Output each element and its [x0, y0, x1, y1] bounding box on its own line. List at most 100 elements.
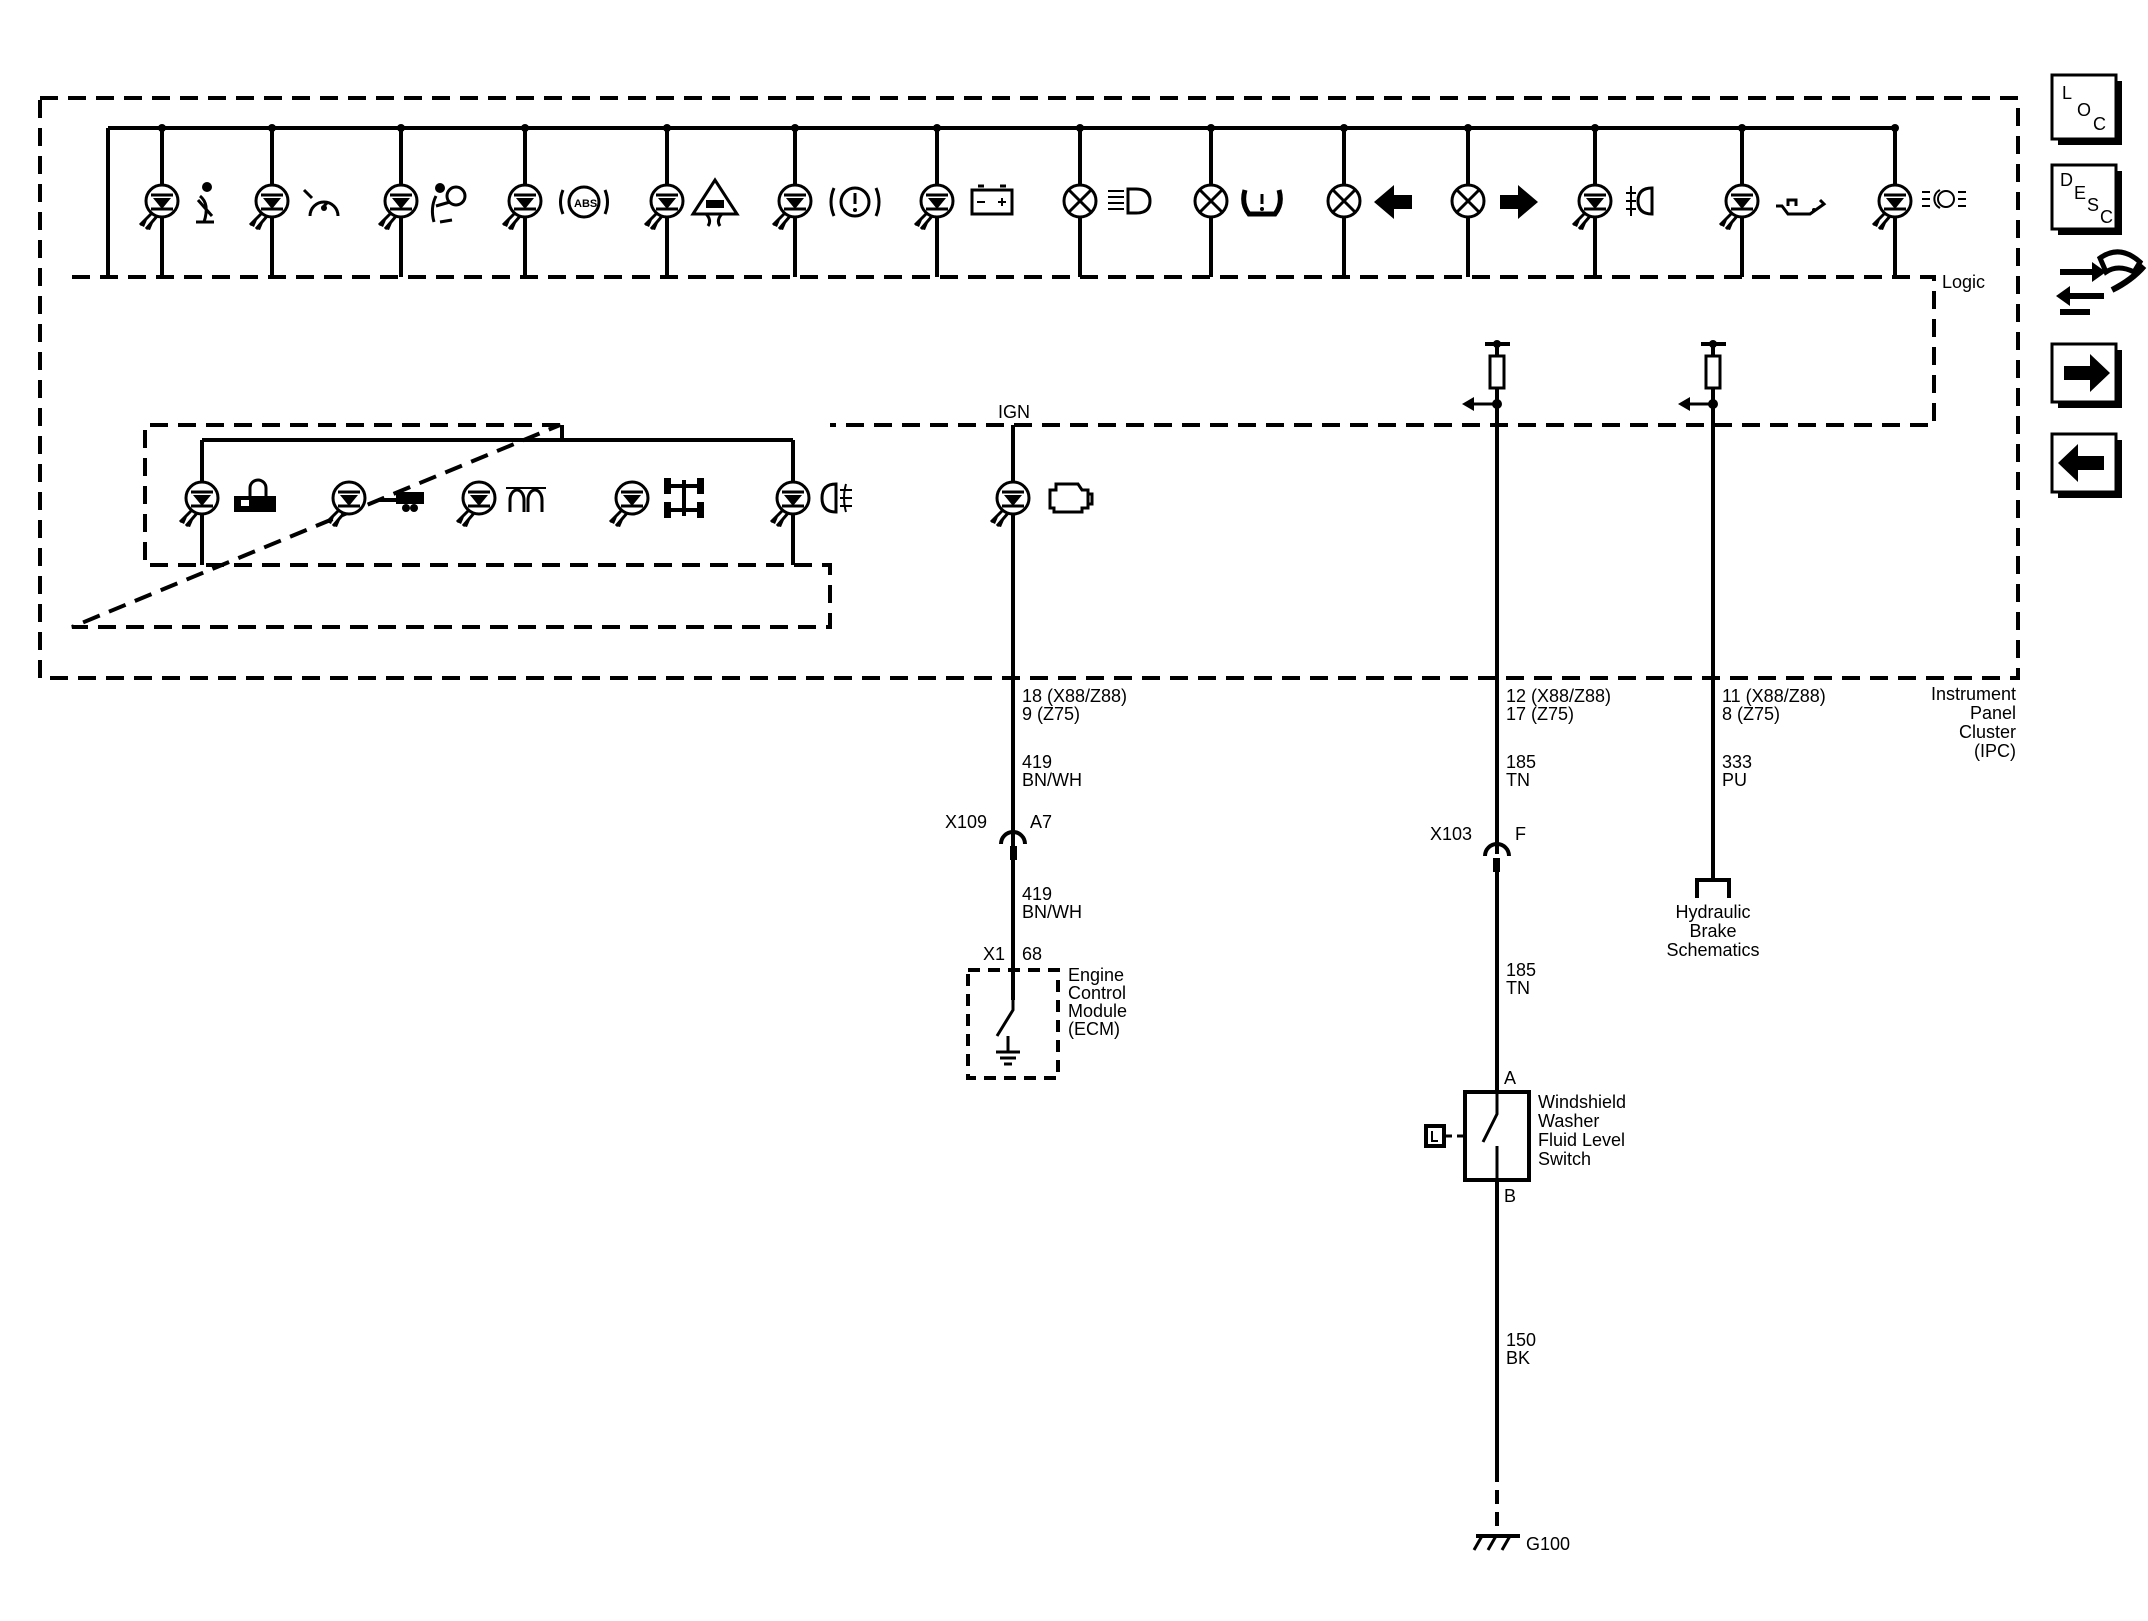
arrow-right-icon [2064, 354, 2110, 392]
ecm-wire-upper-color: BN/WH [1022, 770, 1082, 790]
right-turn-indicator [1450, 124, 1538, 277]
trailer-indicator [325, 480, 424, 529]
front-fog-lamp-indicator [769, 480, 852, 529]
tire-pressure-indicator [1193, 124, 1283, 277]
traction-control-indicator [643, 124, 740, 277]
charging-system-indicator-icon [970, 184, 1014, 216]
cruise-control-indicator [248, 124, 340, 277]
brake-warning-indicator-icon [829, 186, 881, 218]
headlamp-on-indicator-icon [1922, 189, 1966, 209]
loc-button[interactable]: L O C [2050, 73, 2122, 145]
ecm-ipc-pin-2: 9 (Z75) [1022, 704, 1080, 724]
washer-wire-mid-color: TN [1506, 978, 1530, 998]
washer-ipc-pin-1: 12 (X88/Z88) [1506, 686, 1611, 706]
arrow-left-icon [2058, 444, 2104, 482]
ecm-module-label-3: Module [1068, 1001, 1127, 1021]
left-turn-indicator [1326, 124, 1412, 277]
svg-text:Instrument: Instrument [1931, 684, 2016, 704]
top-indicator-row: ABS [138, 124, 1966, 277]
ecm-wire-upper-number: 419 [1022, 752, 1052, 772]
four-wheel-drive-indicator [608, 478, 704, 529]
glow-plug-indicator [455, 480, 546, 529]
svg-text:L: L [2062, 83, 2072, 103]
x109-connector-symbol [999, 830, 1027, 845]
fluid-level-sensor-icon [1424, 1124, 1446, 1148]
ecm-module-connector: X1 [983, 944, 1005, 964]
svg-text:D: D [2060, 170, 2073, 190]
washer-switch-label-2: Washer [1538, 1111, 1599, 1131]
left-turn-indicator-icon [1374, 185, 1412, 219]
connector-view-icon[interactable] [2056, 249, 2147, 315]
svg-text:C: C [2093, 114, 2106, 134]
high-beam-indicator-icon [1108, 187, 1152, 215]
svg-text:Panel: Panel [1970, 703, 2016, 723]
logic-boundary [71, 275, 1936, 629]
right-turn-indicator-icon [1500, 185, 1538, 219]
traction-control-indicator-icon [690, 177, 740, 227]
ecm-wire-lower-number: 419 [1022, 884, 1052, 904]
lower-indicator-row [178, 478, 852, 529]
x103-connector-symbol [1483, 842, 1511, 857]
washer-wire-mid-number: 185 [1506, 960, 1536, 980]
ecm-circuit: 18 (X88/Z88) 9 (Z75) 419 BN/WH X109 A7 4… [945, 686, 1127, 1080]
ecm-module-pin: 68 [1022, 944, 1042, 964]
four-wheel-drive-indicator-icon [664, 478, 704, 518]
check-engine-indicator-icon [1048, 482, 1094, 514]
ecm-module-label-4: (ECM) [1068, 1019, 1120, 1039]
svg-text:Cluster: Cluster [1959, 722, 2016, 742]
ecm-ipc-pin-1: 18 (X88/Z88) [1022, 686, 1127, 706]
security-indicator [178, 478, 276, 529]
brake-wire-number: 333 [1722, 752, 1752, 772]
rear-fog-lamp-indicator [1571, 124, 1654, 277]
brake-warning-indicator [771, 124, 881, 277]
washer-wire-upper-number: 185 [1506, 752, 1536, 772]
washer-wire-upper-color: TN [1506, 770, 1530, 790]
svg-text:S: S [2087, 195, 2099, 215]
glow-plug-indicator-icon [506, 487, 546, 512]
rear-fog-lamp-indicator-icon [1626, 186, 1654, 216]
security-indicator-icon [234, 478, 276, 512]
washer-connector-id: X103 [1430, 824, 1472, 844]
cruise-control-indicator-icon [302, 188, 340, 217]
airbag-indicator-icon [430, 183, 467, 224]
washer-ipc-pin-2: 17 (Z75) [1506, 704, 1574, 724]
washer-switch-label-1: Windshield [1538, 1092, 1626, 1112]
seat-belt-indicator [138, 124, 214, 277]
trailer-indicator-icon [378, 492, 424, 512]
washer-wire-lower-color: BK [1506, 1348, 1530, 1368]
ecm-connector-id: X109 [945, 812, 987, 832]
previous-page-button[interactable] [2050, 432, 2122, 498]
abs-indicator-icon: ABS [559, 185, 609, 219]
abs-indicator: ABS [501, 124, 609, 277]
ground-icon [1472, 1534, 1520, 1551]
svg-text:ABS: ABS [574, 198, 597, 210]
seat-belt-indicator-icon [196, 182, 214, 224]
tire-pressure-indicator-icon [1241, 189, 1283, 217]
ipc-outer-boundary [38, 96, 2020, 680]
svg-text:Schematics: Schematics [1666, 940, 1759, 960]
desc-button[interactable]: D E S C [2050, 163, 2122, 235]
next-page-button[interactable] [2050, 342, 2122, 408]
ecm-module-label-2: Control [1068, 983, 1126, 1003]
washer-circuit: 12 (X88/Z88) 17 (Z75) 185 TN X103 F 185 … [1424, 340, 1626, 1554]
brake-ipc-pin-2: 8 (Z75) [1722, 704, 1780, 724]
svg-text:(IPC): (IPC) [1974, 741, 2016, 761]
ground-label: G100 [1526, 1534, 1570, 1554]
oil-pressure-indicator [1718, 124, 1827, 277]
switch-pin-b: B [1504, 1186, 1516, 1206]
svg-text:C: C [2100, 207, 2113, 227]
svg-text:E: E [2074, 183, 2086, 203]
airbag-indicator [377, 124, 467, 277]
front-fog-lamp-indicator-icon [820, 482, 852, 514]
ecm-module-boundary [966, 968, 1060, 1080]
svg-text:Hydraulic: Hydraulic [1675, 902, 1750, 922]
svg-text:O: O [2077, 100, 2091, 120]
brake-ipc-pin-1: 11 (X88/Z88) [1722, 686, 1826, 706]
logic-label: Logic [1942, 272, 1985, 292]
hydraulic-brake-schematics-link[interactable]: Hydraulic Brake Schematics [1666, 902, 1759, 960]
svg-text:Brake: Brake [1689, 921, 1736, 941]
switch-pin-a: A [1504, 1068, 1516, 1088]
charging-system-indicator [913, 124, 1014, 277]
ecm-wire-lower-color: BN/WH [1022, 902, 1082, 922]
washer-wire-lower-number: 150 [1506, 1330, 1536, 1350]
